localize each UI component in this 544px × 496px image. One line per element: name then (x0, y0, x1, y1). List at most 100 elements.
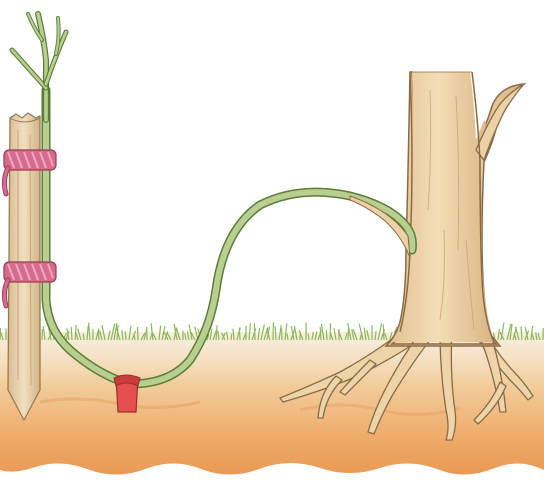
grass-blade (514, 326, 520, 341)
new-shoot (9, 11, 69, 123)
grass-blade (497, 328, 500, 341)
grass-blade (257, 327, 261, 341)
grass-blade (140, 332, 146, 341)
grass-blade (232, 328, 235, 341)
grass-blade (347, 323, 352, 341)
grass-blade (274, 326, 277, 341)
grass-blade (352, 329, 358, 341)
grass-blade (66, 328, 70, 341)
grass-blade (128, 325, 132, 341)
grass-blade (166, 332, 172, 341)
tree-branch (475, 83, 525, 162)
grass-blade (152, 333, 157, 341)
grass-blade (215, 325, 218, 341)
grass-blade (537, 333, 541, 341)
grass-blade (238, 327, 241, 341)
grass-blade (374, 331, 377, 341)
grass-blade (230, 333, 233, 341)
grass-blade (217, 330, 220, 341)
grass-blade (506, 323, 512, 341)
grass-blade (190, 331, 196, 341)
grass-blade (0, 332, 4, 341)
grass-blade (186, 331, 190, 341)
grass-blade (175, 327, 181, 341)
grass-blade (286, 333, 289, 341)
grass-blade (251, 328, 257, 341)
grass-blade (290, 325, 295, 341)
grass-blade (161, 325, 166, 341)
grass-blade (293, 325, 298, 341)
grass-blade (77, 328, 82, 341)
grass-blade (88, 322, 91, 341)
grass-blade (65, 330, 70, 341)
grass-blade (298, 330, 304, 341)
grass-blade (311, 331, 314, 341)
grass-blade (173, 323, 178, 341)
grass-blade (99, 330, 103, 341)
grass-blade (499, 331, 505, 341)
grass-blade (535, 332, 538, 341)
parent-tree (279, 71, 534, 441)
grass-blade (248, 323, 252, 341)
grass-blade (82, 333, 85, 341)
grass-blade (500, 322, 505, 341)
grass-blade (124, 331, 127, 341)
grass-blade (260, 324, 265, 341)
grass-blade (115, 327, 121, 341)
grass-blade (337, 329, 343, 341)
grass-blade (253, 323, 256, 341)
grass-blade (524, 326, 529, 341)
grass-blade (70, 326, 73, 341)
grass-blade (358, 323, 364, 341)
grass-blade (329, 323, 332, 341)
grass-blade (107, 330, 111, 341)
grass-blade (333, 328, 337, 341)
grass-blade (509, 323, 513, 341)
grass-blade (75, 332, 79, 341)
grass-blade (184, 333, 187, 341)
grass-blade (520, 326, 523, 341)
grass-blade (278, 324, 282, 341)
grass-blade (320, 323, 325, 341)
grass-blade (133, 333, 136, 341)
grass-blade (150, 323, 154, 341)
grass-blade (158, 325, 162, 341)
grass-blade (284, 323, 288, 341)
grass-blade (329, 332, 334, 341)
grass-blade (319, 326, 322, 341)
grass-blade (221, 332, 226, 341)
grass-blade (314, 331, 318, 341)
grass-blade (366, 329, 370, 341)
tie-lower (1, 261, 57, 309)
grass-blade (113, 322, 118, 341)
grass-blade (225, 331, 229, 341)
grass-blade (384, 332, 388, 341)
grass-blade (206, 333, 210, 341)
grass-blade (101, 324, 106, 341)
grass-blade (42, 325, 46, 341)
grass-blade (263, 327, 269, 341)
ground-peg (113, 374, 141, 413)
grass-blade (110, 323, 116, 341)
soil (0, 332, 544, 475)
grass-blade (209, 328, 213, 341)
grass-blade (531, 333, 535, 341)
grass-blade (363, 327, 367, 341)
grass-blade (351, 329, 355, 341)
grass-blade (325, 329, 328, 341)
grass-blade (389, 332, 393, 341)
tie-upper (1, 149, 57, 197)
bent-stem (41, 85, 417, 389)
grass-blade (163, 331, 169, 341)
grass-blade (382, 324, 385, 341)
grass-blade (86, 325, 89, 341)
grass-blade (266, 328, 271, 341)
grass-blade (530, 325, 534, 341)
grass-blade (344, 333, 348, 341)
grass-blade (121, 330, 124, 341)
grass-blade (377, 323, 383, 341)
grass-blade (380, 329, 386, 341)
grass-blade (513, 333, 517, 341)
